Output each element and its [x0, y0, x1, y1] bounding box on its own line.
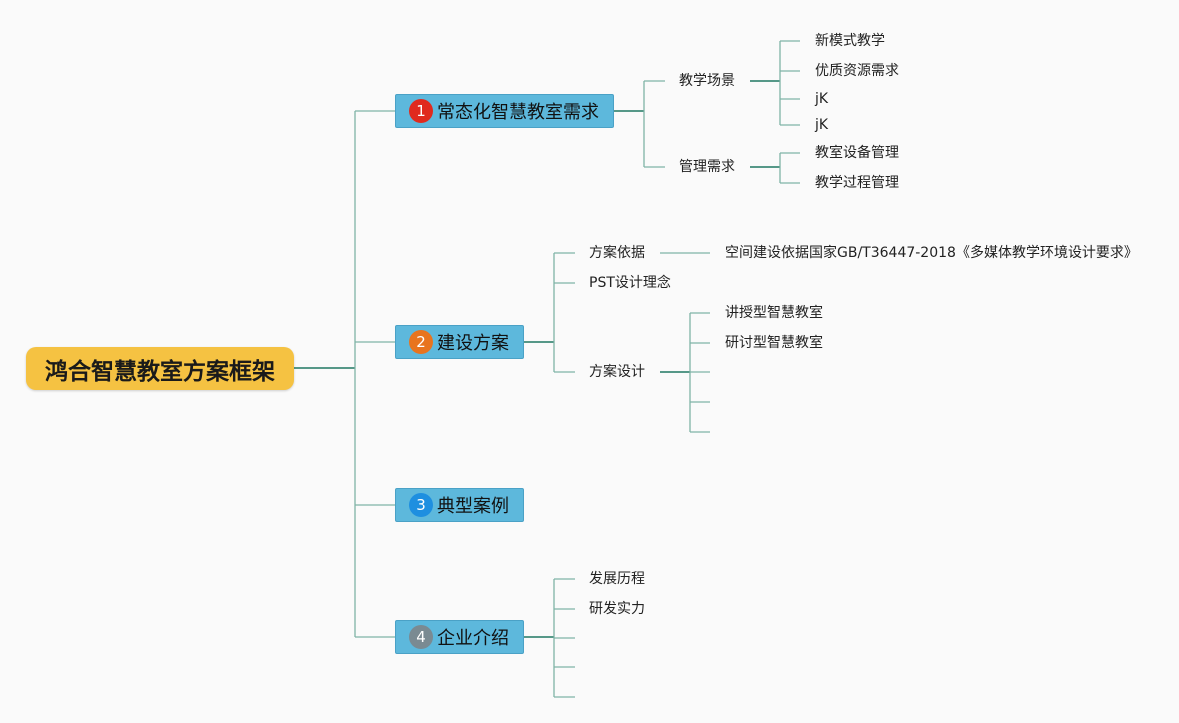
- number-badge-2: 2: [409, 330, 433, 354]
- number-badge-4: 4: [409, 625, 433, 649]
- topic-new-teaching-mode[interactable]: 新模式教学: [815, 33, 885, 49]
- topic-teaching-process-mgmt[interactable]: 教学过程管理: [815, 175, 899, 191]
- topic-seminar-classroom[interactable]: 研讨型智慧教室: [725, 335, 823, 351]
- branch-node-3-label: 典型案例: [437, 496, 509, 517]
- topic-pst-design[interactable]: PST设计理念: [589, 275, 671, 291]
- branch-node-3[interactable]: 3 典型案例: [395, 488, 524, 522]
- branch-node-1[interactable]: 1 常态化智慧教室需求: [395, 94, 614, 128]
- topic-jk-2[interactable]: jK: [815, 117, 829, 133]
- topic-classroom-device-mgmt[interactable]: 教室设备管理: [815, 145, 899, 161]
- topic-development-history[interactable]: 发展历程: [589, 571, 645, 587]
- topic-jk-1[interactable]: jK: [815, 91, 829, 107]
- topic-lecture-classroom[interactable]: 讲授型智慧教室: [725, 305, 823, 321]
- topic-rd-strength[interactable]: 研发实力: [589, 601, 645, 617]
- branch-node-1-label: 常态化智慧教室需求: [437, 102, 599, 123]
- number-badge-1: 1: [409, 99, 433, 123]
- topic-teaching-scenario[interactable]: 教学场景: [679, 73, 735, 89]
- root-node-label: 鸿合智慧教室方案框架: [45, 358, 275, 385]
- topic-solution-basis[interactable]: 方案依据: [589, 245, 645, 261]
- branch-node-4[interactable]: 4 企业介绍: [395, 620, 524, 654]
- branch-node-4-label: 企业介绍: [437, 628, 509, 649]
- branch-node-2-label: 建设方案: [437, 333, 509, 354]
- topic-solution-design[interactable]: 方案设计: [589, 364, 645, 380]
- topic-national-standard[interactable]: 空间建设依据国家GB/T36447-2018《多媒体教学环境设计要求》: [725, 245, 1138, 261]
- root-node[interactable]: 鸿合智慧教室方案框架: [26, 347, 294, 390]
- number-badge-3: 3: [409, 493, 433, 517]
- topic-quality-resources[interactable]: 优质资源需求: [815, 63, 899, 79]
- branch-node-2[interactable]: 2 建设方案: [395, 325, 524, 359]
- topic-management-needs[interactable]: 管理需求: [679, 159, 735, 175]
